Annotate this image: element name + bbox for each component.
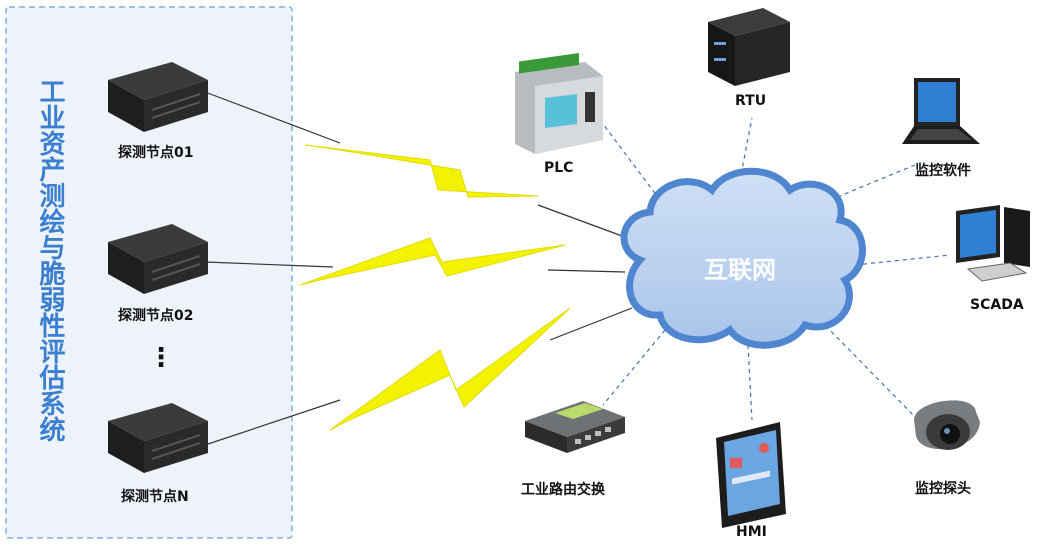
device-label-rtu: RTU [735, 93, 767, 109]
lightning-bolt-3 [329, 307, 571, 431]
desktop-icon [956, 205, 1030, 282]
link-node1 [204, 91, 341, 144]
probe-node-1-label: 探测节点01 [118, 145, 194, 161]
lightning-bolt-1 [304, 144, 539, 198]
switch-icon [525, 401, 625, 453]
device-label-plc: PLC [544, 160, 574, 176]
probe-node-2-icon [108, 224, 208, 294]
link-noden [204, 399, 341, 446]
link-node2 [204, 261, 334, 268]
probe-node-1-icon [108, 62, 208, 132]
device-links [599, 117, 951, 421]
laptop-icon [902, 78, 980, 144]
lightning-bolt-2 [299, 237, 566, 286]
probe-node-n-icon [108, 403, 208, 473]
probe-node-2-label: 探测节点02 [118, 308, 194, 324]
device-label-hmi: HMI [736, 524, 767, 540]
device-label-monitor-software: 监控软件 [915, 163, 971, 179]
internet-cloud [620, 167, 866, 349]
probe-node-n-label: 探测节点N [121, 489, 189, 505]
link-bolt1-cloud [537, 204, 634, 241]
link-bolt3-cloud [549, 307, 633, 341]
cloud-label: 互联网 [704, 256, 776, 284]
plc-icon [515, 53, 603, 154]
device-label-camera: 监控探头 [915, 481, 971, 497]
device-label-scada: SCADA [970, 297, 1024, 313]
link-bolt2-cloud [547, 269, 626, 273]
device-label-switch: 工业路由交换 [521, 482, 605, 498]
camera-icon [914, 400, 980, 450]
server-icon [708, 8, 790, 86]
probe-ellipsis: ⋮ [148, 343, 174, 373]
tablet-icon [716, 422, 786, 528]
system-title: 工业资产测绘与脆弱性评估系统 [35, 78, 65, 442]
